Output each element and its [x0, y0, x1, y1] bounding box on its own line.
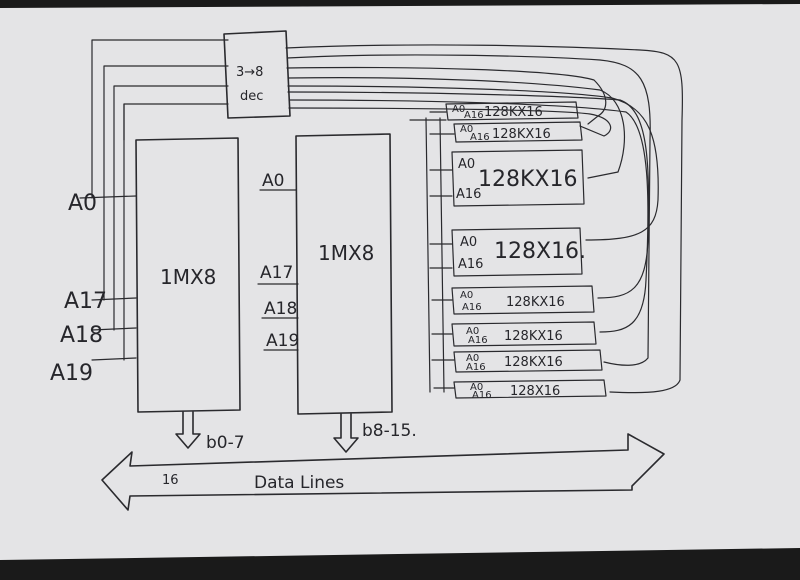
small-chip-7-label: 128KX16: [504, 355, 563, 370]
bank-address-bus-2: [439, 117, 445, 393]
small-chip-2-pin-bottom: A16: [470, 132, 490, 143]
small-chip-3-box: [451, 149, 585, 207]
small-chip-1-box: [445, 101, 579, 121]
memory-chip-1-box: [135, 137, 241, 413]
dec-out-3: [287, 77, 626, 179]
data-bus-arrow: [101, 433, 665, 511]
small-chip-5-pin-bottom: A16: [462, 302, 482, 313]
small-chip-4-box: [451, 227, 583, 277]
memory-chip-2: 1MX8 A0 A17 A18 A19 b8-15.: [257, 133, 417, 453]
wire-a0-to-decoder: [91, 39, 229, 199]
data-bus-label: Data Lines: [254, 473, 344, 493]
small-chip-8: A0 A16 128X16: [433, 379, 607, 401]
chip1-pin-a18: [91, 327, 137, 331]
small-chip-2-pin-top: A0: [460, 124, 473, 135]
small-chip-6-box: [451, 321, 597, 347]
small-chip-3-label: 128KX16: [478, 167, 577, 192]
chip1-pin-a0: [79, 195, 137, 199]
small-chip-8-box: [453, 379, 607, 399]
data-bus-width-tag: 16: [162, 473, 179, 488]
small-chip-3-pin-bottom: A16: [456, 187, 481, 202]
wire-a18-to-decoder: [113, 85, 229, 331]
small-chip-bank: A0 A16 128KX16 A0 A16 128KX16 A0 A16 128…: [409, 101, 607, 401]
chip1-pin-a17: [91, 297, 137, 301]
dec-out-5: [287, 91, 650, 299]
chip1-output-label: b0-7: [206, 433, 245, 453]
small-chip-3: A0 A16 128KX16: [429, 149, 585, 207]
chip2-pin-label-a17: A17: [260, 263, 293, 283]
small-chip-2-box: [453, 121, 583, 143]
data-bus: 16 Data Lines: [101, 433, 665, 511]
memory-chip-1: 1MX8 b0-7: [79, 103, 245, 453]
small-chip-3-pin-top: A0: [458, 157, 475, 172]
small-chip-5-box: [451, 285, 595, 315]
chip1-output-arrow: [175, 411, 201, 449]
small-chip-8-pin-top: A0: [470, 382, 483, 393]
dec-out-6: [288, 99, 649, 333]
small-chip-1-pin-bottom: A16: [464, 110, 484, 121]
decoder-label-line1: 3→8: [236, 65, 263, 80]
small-chip-8-label: 128X16: [510, 384, 560, 399]
memory-chip-2-box: [295, 133, 393, 415]
dec-out-7: [288, 107, 612, 137]
small-chip-5: A0 A16 128KX16: [431, 285, 595, 315]
chip2-pin-label-a18: A18: [264, 299, 297, 319]
small-chip-1-label: 128KX16: [484, 105, 543, 120]
small-chip-1-pin-top: A0: [452, 104, 465, 115]
dec-out-0: [285, 44, 683, 394]
label-a17: A17: [64, 289, 107, 314]
small-chip-4-pin-top: A0: [460, 235, 477, 250]
chip2-output-label: b8-15.: [362, 421, 417, 441]
small-chip-6: A0 A16 128KX16: [431, 321, 597, 347]
decoder-output-wires: [285, 44, 683, 394]
small-chip-6-label: 128KX16: [504, 329, 563, 344]
small-chip-1: A0 A16 128KX16: [429, 101, 579, 121]
small-chip-7-pin-bottom: A16: [466, 362, 486, 373]
chip2-pin-label-a0: A0: [262, 171, 284, 191]
small-chip-4: A0 A16 128X16.: [429, 227, 586, 277]
left-address-labels: A0 A17 A18 A19: [50, 191, 107, 386]
small-chip-7-pin-top: A0: [466, 353, 479, 364]
small-chip-4-label: 128X16.: [494, 239, 586, 264]
dec-out-2: [286, 66, 607, 125]
small-chip-6-pin-top: A0: [466, 326, 479, 337]
paper-sheet: [0, 4, 800, 560]
decoder: 3→8 dec: [223, 30, 291, 119]
small-chip-6-pin-bottom: A16: [468, 335, 488, 346]
label-a0: A0: [68, 191, 97, 216]
small-chip-8-pin-bottom: A16: [472, 390, 492, 401]
small-chip-4-pin-bottom: A16: [458, 257, 483, 272]
bank-address-bus: [425, 117, 431, 393]
wire-a17-to-decoder: [103, 65, 229, 301]
small-chip-7: A0 A16 128KX16: [431, 349, 603, 373]
small-chip-5-label: 128KX16: [506, 295, 565, 310]
small-chip-2: A0 A16 128KX16: [429, 121, 583, 143]
label-a18: A18: [60, 323, 103, 348]
dec-out-1: [286, 54, 651, 366]
chip2-pin-label-a19: A19: [266, 331, 299, 351]
small-chip-5-pin-top: A0: [460, 290, 473, 301]
chip1-pin-a19: [91, 357, 137, 361]
memory-chip-1-label: 1MX8: [160, 265, 216, 289]
chip2-output-arrow: [333, 413, 359, 453]
small-chip-7-box: [453, 349, 603, 373]
memory-chip-2-label: 1MX8: [318, 241, 374, 265]
small-chip-2-label: 128KX16: [492, 127, 551, 142]
decoder-label-line2: dec: [240, 89, 263, 104]
decoder-box: [223, 30, 291, 119]
label-a19: A19: [50, 361, 93, 386]
